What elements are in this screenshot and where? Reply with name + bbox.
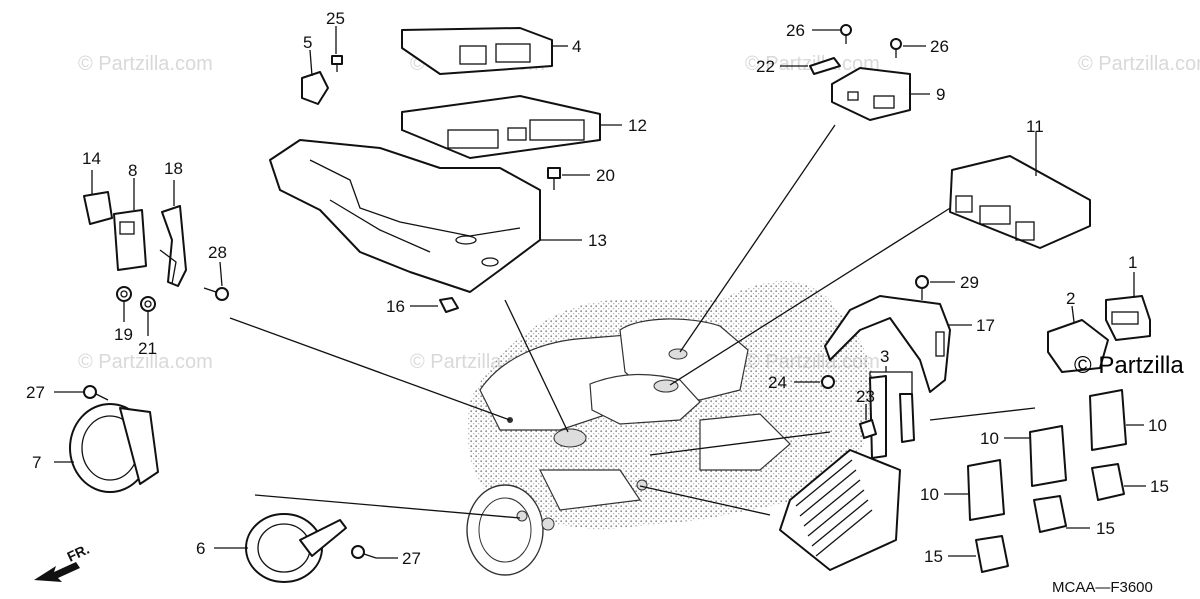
callout-26-b: 26 [930, 37, 949, 56]
part-15-relays [948, 463, 1146, 573]
watermark: © Partzilla.com [1078, 53, 1200, 75]
callout-27-b: 27 [402, 549, 421, 568]
part-19-nut [116, 286, 132, 322]
callout-26-a: 26 [786, 21, 805, 40]
callout-2: 2 [1066, 289, 1075, 308]
callout-1: 1 [1128, 253, 1137, 272]
part-6-horn [214, 513, 347, 583]
watermark: © Partzilla.com [745, 53, 880, 75]
part-11-ecu [949, 132, 1091, 249]
callout-labels: 1 2 3 4 5 6 7 8 9 10 10 10 11 12 13 14 1… [26, 9, 1169, 568]
part-3-regulator [779, 366, 915, 571]
part-4-control-unit [401, 27, 568, 75]
motorcycle-silhouette [466, 281, 875, 576]
part-13-tray [269, 139, 582, 293]
part-17-bracket [824, 295, 972, 393]
part-26-screws [812, 24, 926, 58]
callout-7: 7 [32, 453, 41, 472]
callout-22: 22 [756, 57, 775, 76]
part-12-ecu [401, 95, 622, 159]
part-23-clip [859, 404, 877, 439]
part-28-bolt [203, 261, 229, 301]
part-5-sensor [301, 49, 329, 105]
part-29-bolt [915, 275, 955, 300]
part-2-relay [1047, 305, 1109, 373]
callout-13: 13 [588, 231, 607, 250]
callout-9: 9 [936, 85, 945, 104]
part-7-horn [54, 403, 159, 493]
part-27-bolts [54, 385, 398, 559]
part-21-washer [140, 296, 156, 336]
callout-17: 17 [976, 316, 995, 335]
part-20-bolt [547, 167, 590, 190]
callout-29: 29 [960, 273, 979, 292]
callout-27-a: 27 [26, 383, 45, 402]
watermark: © Partzilla.com [78, 53, 213, 75]
callout-10-c: 10 [920, 485, 939, 504]
part-25-bolt [331, 26, 343, 72]
callout-15-c: 15 [924, 547, 943, 566]
callout-23: 23 [856, 387, 875, 406]
callout-28: 28 [208, 243, 227, 262]
callout-11: 11 [1026, 117, 1044, 136]
callout-5: 5 [303, 33, 312, 52]
callout-12: 12 [628, 116, 647, 135]
callout-24: 24 [768, 373, 787, 392]
part-14-relay [83, 170, 113, 225]
callout-20: 20 [596, 166, 615, 185]
callout-4: 4 [572, 37, 581, 56]
watermark-large: © Partzilla [1074, 352, 1184, 379]
part-8-relay [113, 178, 147, 271]
callout-25: 25 [326, 9, 345, 28]
part-24-nut [794, 375, 835, 389]
callout-21: 21 [138, 339, 157, 358]
part-1-cover [1105, 272, 1151, 341]
callout-10-a: 10 [1148, 416, 1167, 435]
part-9-module [831, 67, 930, 121]
watermark: © Partzilla.com [78, 351, 213, 373]
direction-label: FR. [65, 541, 92, 565]
leader-lines [229, 124, 1036, 519]
part-10-relays [944, 389, 1144, 521]
callout-18: 18 [164, 159, 183, 178]
callout-10-b: 10 [980, 429, 999, 448]
direction-arrow: FR. [34, 541, 92, 582]
callout-8: 8 [128, 161, 137, 180]
part-18-bracket [159, 180, 187, 287]
callout-15-b: 15 [1096, 519, 1115, 538]
callout-19: 19 [114, 325, 133, 344]
part-22-bracket [780, 57, 841, 75]
callout-16: 16 [386, 297, 405, 316]
callout-3: 3 [880, 347, 889, 366]
part-16-clip [410, 297, 459, 313]
callout-6: 6 [196, 539, 205, 558]
callout-15-a: 15 [1150, 477, 1169, 496]
diagram-code: MCAA—F3600 [1052, 579, 1153, 596]
callout-14: 14 [82, 149, 101, 168]
